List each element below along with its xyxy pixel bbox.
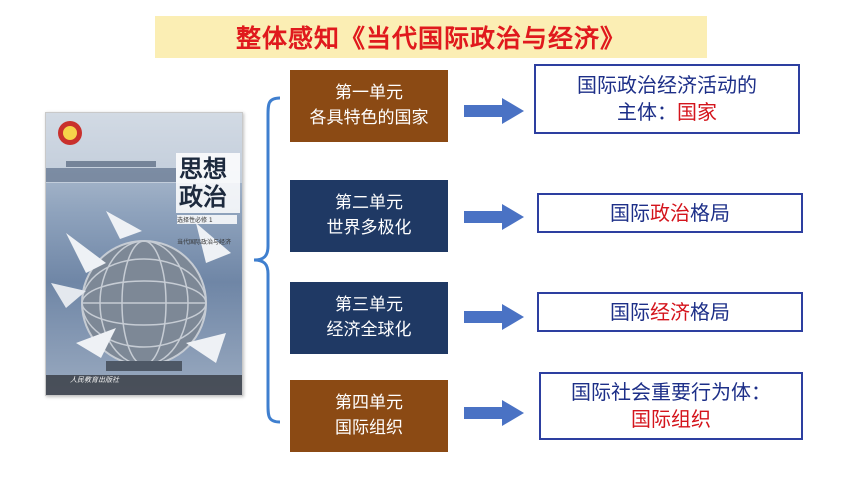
result-4-box: 国际社会重要行为体： 国际组织 (539, 372, 803, 440)
unit-3-box: 第三单元 经济全球化 (290, 282, 448, 354)
result-4-highlight: 国际组织 (631, 407, 711, 431)
unit-2-name: 世界多极化 (326, 218, 412, 238)
cover-artwork (46, 113, 242, 395)
result-3-text: 国际经济格局 (610, 299, 730, 326)
unit-4-name: 国际组织 (335, 418, 403, 438)
page-title-text: 整体感知《当代国际政治与经济》 (235, 24, 626, 53)
unit-4-box: 第四单元 国际组织 (290, 380, 448, 452)
arrow-right-icon (464, 204, 524, 230)
unit-1-box: 第一单元 各具特色的国家 (290, 70, 448, 142)
result-2-text: 国际政治格局 (610, 200, 730, 227)
unit-4-number: 第四单元 (335, 393, 403, 413)
result-2-box: 国际政治格局 (537, 193, 803, 233)
book-title-line2: 政治 (179, 182, 227, 211)
result-2-highlight: 政治 (650, 200, 690, 225)
result-1-prefix: 主体： (617, 100, 677, 124)
arrow-right-icon (464, 98, 524, 124)
result-1-line2: 主体：国家 (617, 99, 717, 126)
unit-1-name: 各具特色的国家 (309, 108, 429, 128)
result-3-prefix: 国际 (610, 299, 650, 324)
book-subject: 当代国际政治与经济 (177, 239, 232, 246)
result-4-line1: 国际社会重要行为体： (571, 380, 771, 404)
textbook-cover: 思想 政治 选择性必修 1 当代国际政治与经济 人民教育出版社 (45, 112, 243, 396)
result-2-suffix: 格局 (690, 200, 730, 225)
result-2-prefix: 国际 (610, 200, 650, 225)
book-title-line1: 思想 (179, 154, 227, 183)
result-1-line1: 国际政治经济活动的 (577, 73, 757, 97)
unit-3-number: 第三单元 (335, 295, 403, 315)
page-title: 整体感知《当代国际政治与经济》 (155, 16, 707, 58)
result-3-highlight: 经济 (650, 299, 690, 324)
unit-2-box: 第二单元 世界多极化 (290, 180, 448, 252)
curly-brace (253, 96, 281, 424)
result-3-suffix: 格局 (690, 299, 730, 324)
book-title: 思想 政治 (176, 153, 240, 213)
result-3-box: 国际经济格局 (537, 292, 803, 332)
arrow-right-icon (464, 400, 524, 426)
result-1-box: 国际政治经济活动的 主体：国家 (534, 64, 800, 134)
result-1-highlight: 国家 (677, 100, 717, 124)
unit-3-name: 经济全球化 (326, 320, 412, 340)
arrow-right-icon (464, 304, 524, 330)
book-publisher: 人民教育出版社 (70, 376, 119, 384)
unit-1-number: 第一单元 (335, 83, 403, 103)
book-subtitle: 选择性必修 1 (177, 215, 237, 224)
unit-2-number: 第二单元 (335, 193, 403, 213)
